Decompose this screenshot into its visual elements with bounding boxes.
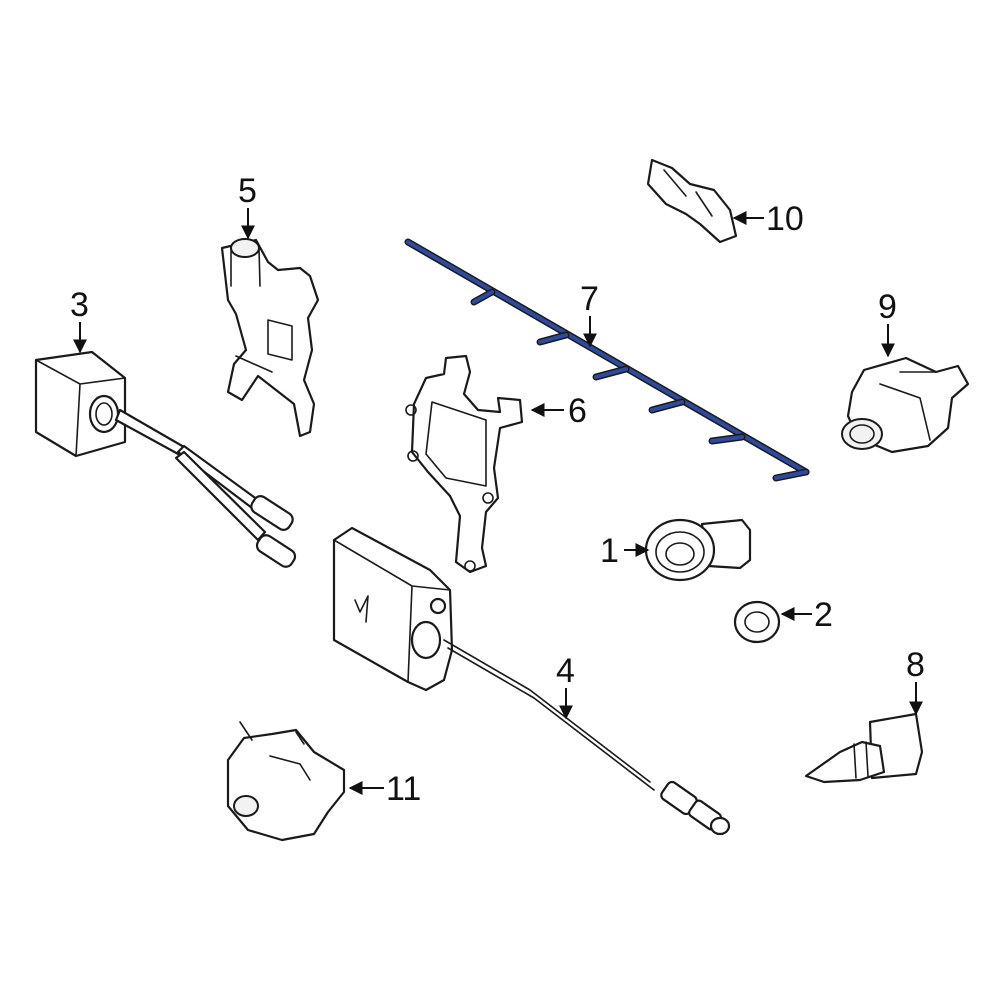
callout-2: 2 (814, 596, 833, 634)
part-2-grommet-ring[interactable] (733, 600, 781, 644)
part-4-control-unit-with-cable[interactable] (332, 526, 731, 836)
part-5-bracket[interactable] (220, 238, 320, 438)
part-10-clip[interactable] (646, 158, 738, 244)
part-11-camera-housing[interactable] (226, 721, 346, 842)
callout-8: 8 (906, 646, 925, 684)
callout-1: 1 (600, 532, 619, 570)
callout-6: 6 (568, 392, 587, 430)
callout-leaders (73, 208, 923, 795)
callout-4: 4 (556, 652, 575, 690)
callout-labels: 1 2 3 4 5 6 7 8 9 10 11 (70, 172, 925, 808)
callout-10: 10 (766, 200, 804, 238)
callout-7: 7 (580, 280, 599, 318)
callout-11: 11 (386, 770, 421, 808)
harness-main-fill (406, 240, 808, 474)
part-6-mounting-plate[interactable] (405, 354, 524, 574)
part-9-sensor-housing[interactable] (841, 356, 970, 454)
callout-3: 3 (70, 286, 89, 324)
part-3-module-with-cable[interactable] (34, 350, 298, 569)
part-8-pin-connector[interactable] (804, 712, 924, 784)
part-1-parking-sensor[interactable] (644, 518, 752, 582)
part-7-wiring-harness[interactable] (404, 238, 810, 482)
callout-9: 9 (878, 288, 897, 326)
callout-5: 5 (238, 172, 257, 210)
